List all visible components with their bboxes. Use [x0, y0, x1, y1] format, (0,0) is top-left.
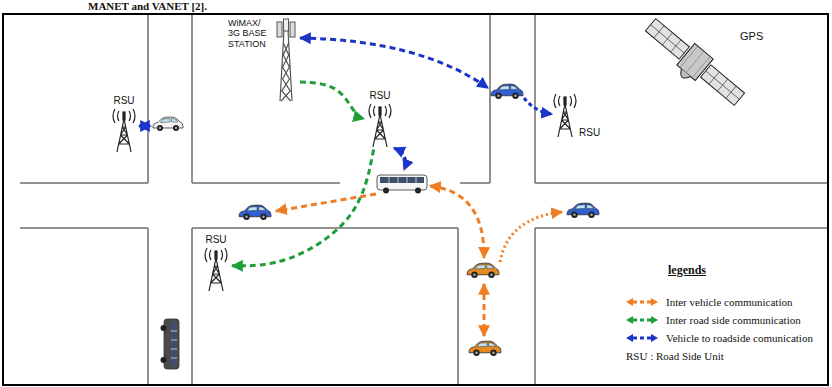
tower-icon: [274, 18, 298, 102]
vehicles: [153, 84, 599, 369]
blue-car: [567, 203, 599, 218]
v2v-arrow: [483, 284, 486, 336]
v2r-arrow: [139, 125, 151, 128]
v2r-arrow: [300, 38, 488, 88]
node-texts: RSU: [113, 95, 134, 107]
rsu-tower: [205, 248, 227, 291]
dark-bus: [161, 319, 180, 369]
node-texts: RSU: [205, 234, 226, 246]
base-station-tower: [277, 19, 295, 101]
base-station: WiMAX/ 3G BASE STATION: [226, 16, 300, 104]
rsu-name: RSU: [205, 234, 226, 246]
road-side-unit: RSU: [364, 88, 396, 150]
legend-entry: Inter road side communication: [626, 314, 801, 327]
legend-entry: Vehicle to roadside comunication: [626, 332, 813, 345]
rsu-tower: [113, 109, 135, 152]
station-name: WiMAX/ 3G BASE STATION: [228, 18, 274, 49]
v2v-arrow: [500, 212, 562, 262]
node-texts: RSU: [579, 127, 600, 139]
v2r-arrow: [524, 98, 552, 114]
legend-heading: legends: [668, 264, 706, 278]
legend-text: Inter road side communication: [666, 314, 801, 327]
tower-icon: [110, 107, 138, 153]
v2r-arrow: [394, 148, 406, 170]
node-texts: RSU: [369, 90, 390, 102]
outer-frame: [3, 14, 828, 385]
rsu-name: RSU: [579, 127, 600, 139]
gps-label: GPS: [740, 30, 763, 43]
gps-satellite: [638, 14, 749, 115]
rsu-tower: [554, 94, 576, 137]
tower-icon: [551, 92, 579, 138]
legend-text: Vehicle to roadside comunication: [666, 332, 813, 345]
roadside-link: [300, 82, 364, 119]
roadside-link: [232, 150, 374, 266]
v2v-arrow: [276, 194, 376, 211]
legend-swatch: [626, 297, 658, 307]
tower-icon: [366, 102, 394, 148]
legend-note: RSU : Road Side Unit: [626, 350, 724, 363]
node-texts: WiMAX/ 3G BASE STATION: [228, 18, 274, 49]
tower-icon: [202, 246, 230, 292]
rsu-tower: [369, 104, 391, 147]
road-side-unit: RSU: [549, 90, 602, 140]
rsu-name: RSU: [113, 95, 134, 107]
communication-arrows: [139, 38, 562, 336]
legend-entry: Inter vehicle communication: [626, 296, 792, 309]
rsu-name: RSU: [369, 90, 390, 102]
road-side-unit: RSU: [200, 232, 232, 294]
orange-car: [467, 263, 499, 278]
legend-swatch: [626, 333, 658, 343]
white-car: [153, 117, 183, 131]
blue-car: [239, 205, 271, 220]
blue-car: [491, 84, 523, 99]
road-side-unit: RSU: [108, 93, 140, 155]
white-bus: [377, 175, 427, 194]
legend-swatch: [626, 315, 658, 325]
orange-car: [469, 341, 501, 356]
legend-text: Inter vehicle communication: [666, 296, 792, 309]
figure-caption-fragment: MANET and VANET [2].: [88, 0, 207, 13]
road-lines: [20, 15, 827, 384]
v2v-arrow: [430, 186, 484, 258]
